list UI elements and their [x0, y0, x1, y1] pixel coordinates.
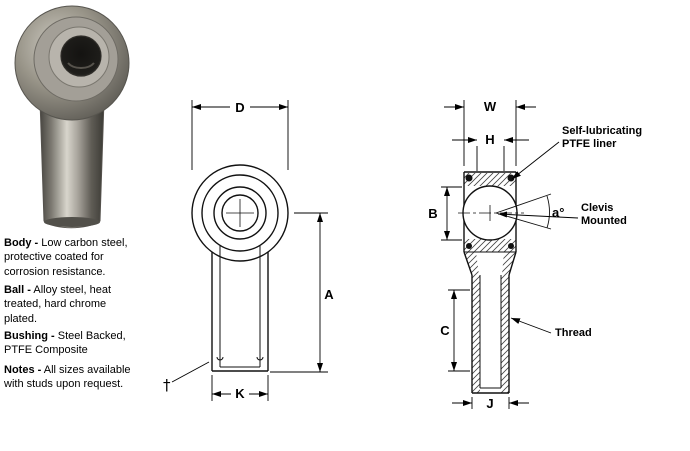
race-circle — [201, 174, 279, 252]
dim-label-angle: a° — [552, 205, 564, 220]
photo-shank-base — [44, 217, 100, 227]
bore-circle — [221, 194, 259, 232]
thread-runout-right — [256, 356, 264, 361]
callout-ptfe-liner: Self-lubricating PTFE liner — [562, 125, 643, 151]
thread-runout-left — [216, 356, 224, 361]
spec-bushing-term: Bushing - — [4, 330, 55, 342]
callout-clevis-mounted: Clevis Mounted — [581, 202, 627, 228]
dim-label-W: W — [484, 99, 497, 114]
head-outer-circle — [191, 164, 289, 262]
front-view-dimensions — [171, 98, 328, 401]
spec-bushing: Bushing - Steel Backed, PTFE Composite — [4, 329, 154, 358]
dim-label-J: J — [486, 396, 493, 411]
dim-label-B: B — [428, 206, 437, 221]
spec-ball-text: Alloy steel, heat treated, hard chrome p… — [4, 284, 112, 325]
spec-ball: Ball - Alloy steel, heat treated, hard c… — [4, 283, 122, 326]
spec-notes-text: All sizes available with studs upon requ… — [4, 364, 131, 391]
spec-notes-term: Notes - — [4, 364, 42, 376]
photo-bore-highlight — [67, 62, 95, 70]
dim-label-A: A — [324, 287, 334, 302]
front-view — [191, 164, 289, 372]
callout-thread: Thread — [555, 327, 592, 339]
photo-bore — [60, 35, 102, 77]
spec-body-text: Low carbon steel, protective coated for … — [4, 237, 128, 278]
side-view-hatching — [464, 173, 516, 393]
side-view-dimensions — [441, 100, 579, 409]
side-view — [458, 171, 552, 394]
dim-label-K: K — [235, 386, 245, 401]
thread-leader-arrow — [510, 317, 552, 334]
front-shank — [211, 246, 269, 372]
dim-label-H: H — [485, 132, 494, 147]
product-photo — [14, 5, 130, 229]
dagger-footnote-mark: † — [163, 376, 171, 394]
dim-label-D: D — [235, 100, 244, 115]
spec-body: Body - Low carbon steel, protective coat… — [4, 236, 134, 279]
spec-bushing-text: Steel Backed, PTFE Composite — [4, 330, 126, 357]
threaded-shank-section — [471, 275, 510, 394]
liner-leader-arrow — [511, 141, 560, 180]
spec-ball-term: Ball - — [4, 284, 31, 296]
clevis-leader-arrow — [497, 211, 579, 219]
spec-body-term: Body - — [4, 237, 39, 249]
ptfe-liner-seals — [465, 174, 515, 249]
spec-notes: Notes - All sizes available with studs u… — [4, 363, 132, 392]
dim-label-C: C — [440, 323, 450, 338]
center-cross — [226, 199, 254, 227]
ball-circle — [213, 186, 267, 240]
